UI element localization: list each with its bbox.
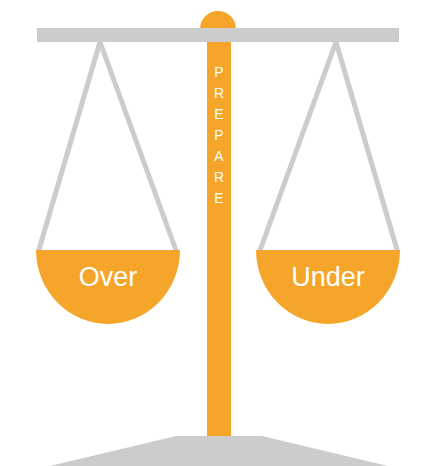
scale-pan: Under bbox=[256, 250, 400, 324]
scale-beam bbox=[37, 28, 399, 42]
pan-fill bbox=[256, 250, 400, 324]
pan-fill bbox=[36, 250, 180, 324]
post-label: PREPARE bbox=[213, 62, 225, 209]
scale-base bbox=[50, 436, 388, 466]
pan-string bbox=[38, 42, 100, 253]
pan-string bbox=[336, 42, 398, 253]
pan-label: Under bbox=[256, 262, 400, 293]
pan-string bbox=[259, 42, 336, 253]
scale-knob bbox=[200, 11, 236, 29]
pan-label: Over bbox=[36, 262, 180, 293]
scale-post: PREPARE bbox=[207, 42, 231, 436]
pan-string bbox=[100, 42, 177, 253]
scale-pan: Over bbox=[36, 250, 180, 324]
